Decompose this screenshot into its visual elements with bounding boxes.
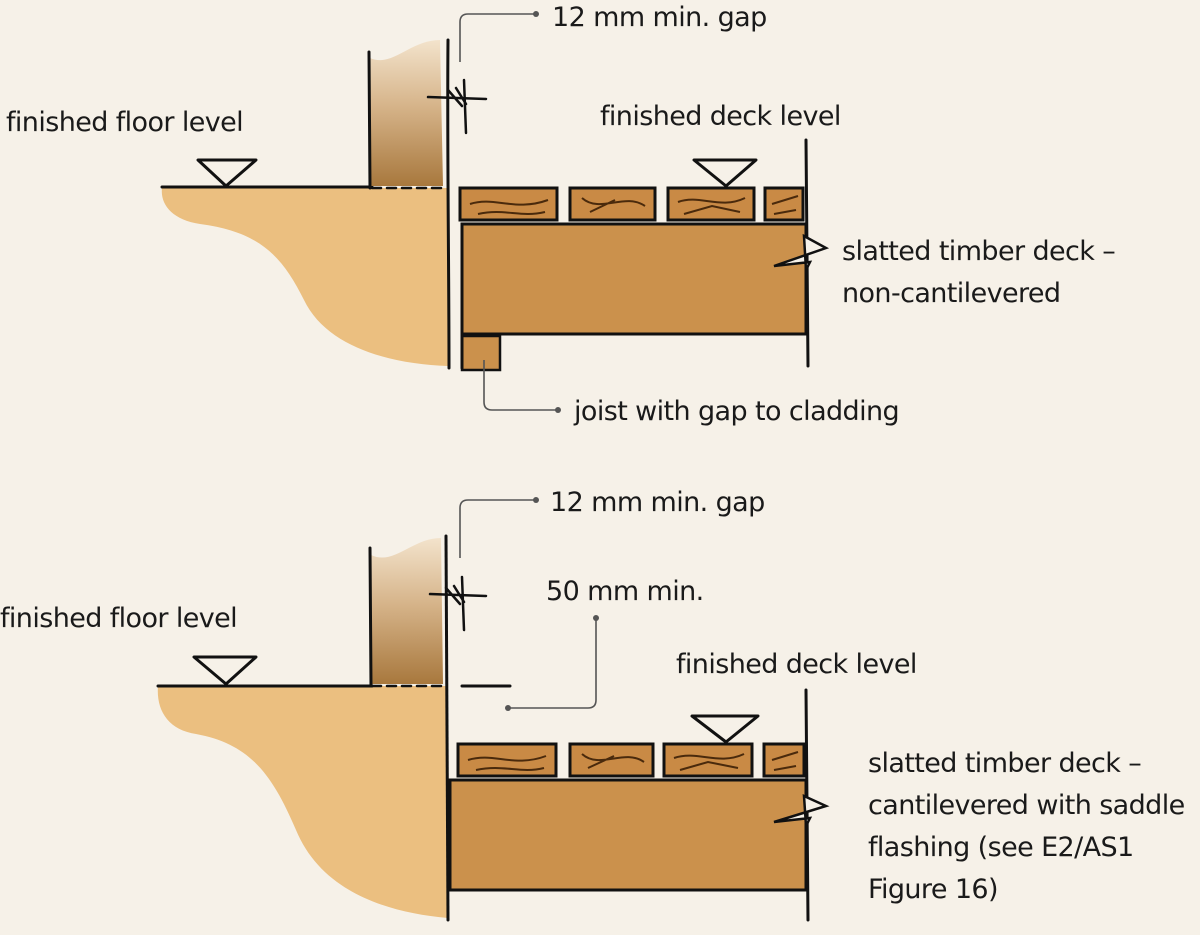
bottom-deck-type-line1: slatted timber deck – — [868, 748, 1141, 779]
top-deck-label: finished deck level — [600, 101, 841, 132]
deck-level-marker — [690, 714, 760, 744]
bottom-gap-label: 12 mm min. gap — [550, 487, 765, 518]
interior-wall — [370, 40, 443, 186]
floor-level-marker — [196, 158, 258, 188]
top-detail — [160, 11, 830, 413]
floor-slab — [161, 188, 448, 366]
bottom-deck-type-line3: flashing (see E2/AS1 — [868, 832, 1134, 863]
top-floor-label: finished floor level — [6, 107, 243, 138]
floor-slab — [157, 686, 448, 918]
top-joist-label: joist with gap to cladding — [573, 396, 899, 427]
deck-joist — [448, 778, 808, 892]
bottom-deck-label: finished deck level — [676, 649, 917, 680]
bottom-deck-type-line4: Figure 16) — [868, 874, 998, 905]
gap-marker — [428, 575, 488, 632]
bottom-floor-label: finished floor level — [0, 603, 237, 634]
cladding-line — [444, 534, 450, 922]
deck-boards — [458, 186, 805, 222]
deck-joist — [460, 222, 808, 336]
gap-marker — [426, 78, 488, 135]
top-deck-type-line1: slatted timber deck – — [842, 236, 1115, 267]
bottom-detail — [156, 497, 830, 922]
top-gap-label: 12 mm min. gap — [552, 2, 767, 33]
floor-level-marker — [192, 655, 258, 686]
interior-wall — [371, 538, 443, 684]
cladding-line — [446, 38, 451, 370]
bottom-deck-type-line2: cantilevered with saddle — [868, 790, 1185, 821]
deck-boards — [456, 742, 806, 778]
top-deck-type-line2: non-cantilevered — [842, 278, 1060, 309]
deck-level-marker — [692, 158, 758, 188]
bottom-min-height-label: 50 mm min. — [546, 576, 704, 607]
